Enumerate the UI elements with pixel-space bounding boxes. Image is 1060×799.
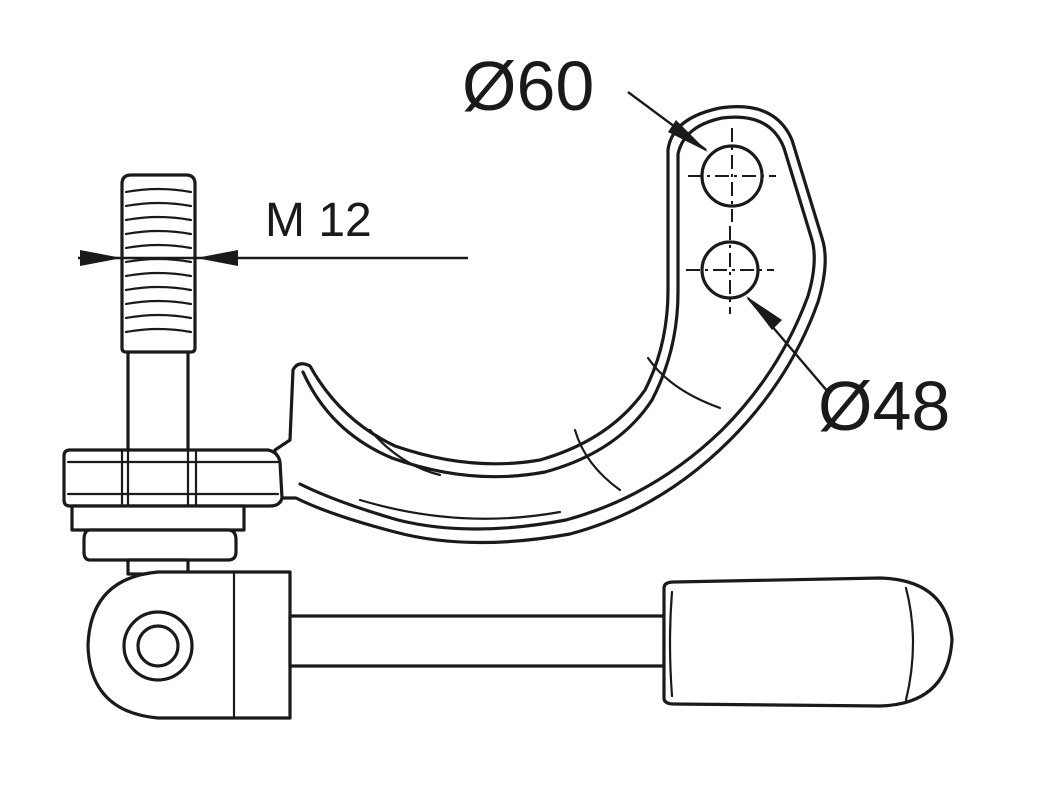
hole-small-circle — [700, 240, 760, 300]
threaded-bolt — [120, 173, 197, 462]
lever-head-body — [86, 570, 292, 720]
small-hole-dimension: Ø48 — [746, 296, 950, 445]
lever-handle-grip — [662, 576, 954, 708]
large-hole-dimension: Ø60 — [462, 47, 708, 152]
clamp-flange-bend — [368, 428, 442, 477]
clamp-flange-bend-2 — [573, 428, 622, 492]
thread-dimension: M 12 — [78, 194, 468, 266]
clamp-flange-bend-4 — [358, 498, 562, 520]
small-hole-label: Ø48 — [818, 367, 950, 445]
hole-large — [688, 128, 776, 222]
thread-arrow-right — [196, 250, 238, 266]
clamp-hook — [273, 105, 827, 545]
clamp-flange-bend-3 — [646, 356, 722, 410]
hole-small — [686, 226, 774, 314]
lever-handle — [662, 576, 954, 708]
base-plate-top — [62, 448, 284, 508]
lever-rod — [288, 614, 666, 668]
bolt-shank — [126, 348, 190, 462]
thread-arrow-left — [80, 250, 122, 266]
thread-size-label: M 12 — [265, 194, 372, 247]
lever-pivot-outer — [122, 610, 194, 682]
small-hole-arrow — [746, 296, 782, 330]
base-plate — [62, 448, 284, 576]
lever-rod-body — [288, 614, 666, 668]
clamp-hook-inner-edge — [298, 115, 816, 531]
base-washer — [82, 528, 238, 562]
clamp-hook-outline — [273, 105, 827, 545]
base-plate-lower — [70, 504, 246, 532]
large-hole-arrow — [668, 120, 708, 152]
lever-pivot-inner — [136, 624, 180, 668]
large-hole-label: Ø60 — [462, 47, 594, 125]
bolt-threaded-end — [120, 173, 197, 354]
lever-head — [86, 570, 292, 720]
